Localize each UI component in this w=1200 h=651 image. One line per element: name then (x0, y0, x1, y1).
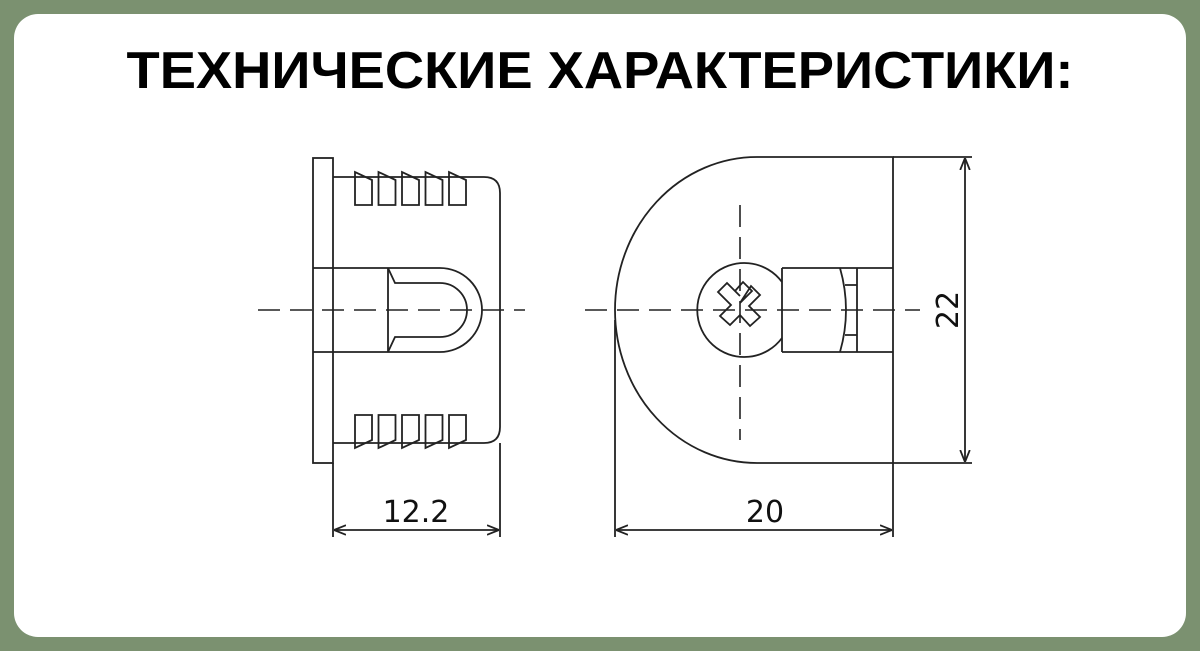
top-teeth (354, 170, 467, 206)
front-view: 20 22 (585, 156, 972, 537)
bore-outer (313, 267, 483, 353)
content-card (14, 14, 1186, 637)
page-title: ТЕХНИЧЕСКИЕ ХАРАКТЕРИСТИКИ: (127, 42, 1074, 100)
dimension-label-length: 12.2 (383, 495, 450, 530)
tooth (377, 414, 397, 450)
tooth (401, 414, 420, 450)
bottom-teeth (354, 414, 467, 450)
tooth (448, 414, 467, 450)
bore-inner (387, 267, 468, 353)
tooth (424, 414, 444, 450)
tooth (377, 170, 397, 206)
dimension-label-width: 20 (746, 495, 784, 530)
cross-slot-icon (716, 280, 762, 328)
tooth (354, 170, 373, 206)
tooth (401, 170, 420, 206)
shaft (781, 267, 893, 353)
tooth (354, 414, 373, 450)
tooth (448, 170, 467, 206)
body-outline (614, 156, 894, 464)
dimension-label-height: 22 (931, 291, 966, 329)
tooth (424, 170, 444, 206)
side-view: 12.2 (258, 157, 525, 537)
